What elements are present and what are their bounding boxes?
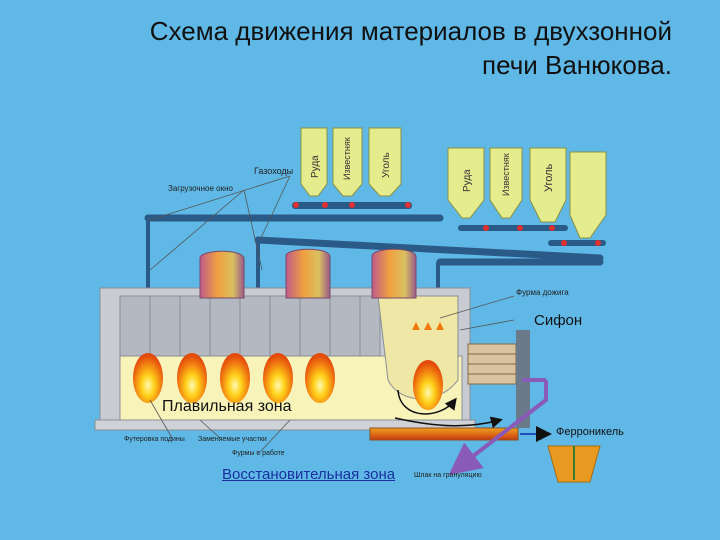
- hopper-label-ruda-right: Руда: [462, 169, 473, 192]
- leader-lines: [149, 175, 515, 453]
- hopper-izvestnyak-left: Известняк: [332, 127, 363, 197]
- flow-arrow-slag: [394, 416, 503, 429]
- hopper-label-ruda-left: Руда: [310, 155, 321, 178]
- slag-layer: [369, 427, 519, 441]
- label-furma-dozhiga: Фурма дожига: [516, 288, 569, 297]
- label-zagruzochnoe-okno: Загрузочное окно: [168, 184, 233, 193]
- label-zamenyaemye-uchastki: Заменяемые участки: [198, 436, 267, 443]
- hopper-group-right: Руда Известняк Уголь: [447, 147, 607, 246]
- hopper-ugol-right: Уголь: [529, 147, 567, 223]
- page-title: Схема движения материалов в двухзонной п…: [32, 14, 672, 82]
- furnace-upper-shaft: [119, 295, 381, 357]
- label-shlak-na-granulyaciyu: Шлак на грануляцию: [414, 472, 482, 479]
- hopper-izvestnyak-right: Известняк: [489, 147, 523, 219]
- hopper-extra-right: [569, 151, 607, 239]
- flow-arrow-melt: [397, 389, 457, 415]
- hopper-group-left: Руда Известняк Уголь: [292, 127, 412, 209]
- hopper-ugol-left: Уголь: [368, 127, 402, 197]
- slag-to-granulation-arrow: [448, 380, 548, 475]
- label-ferronikel: Ферроникель: [556, 426, 624, 438]
- hopper-ruda-left: Руда: [300, 127, 328, 197]
- hopper-label-izvestnyak-right: Известняк: [501, 153, 511, 196]
- hopper-label-ugol-right: Уголь: [543, 163, 555, 192]
- conveyor-belt-lower: [254, 236, 604, 262]
- label-sifon: Сифон: [534, 312, 583, 329]
- title-line-1: Схема движения материалов в двухзонной: [149, 16, 672, 46]
- hopper-ruda-right: Руда: [447, 147, 485, 219]
- flames: [133, 322, 444, 410]
- title-line-2: печи Ванюкова.: [482, 50, 672, 80]
- label-furmy-v-rabote: Фурмы в работе: [232, 450, 285, 457]
- label-plavilnaya-zona: Плавильная зона: [162, 398, 292, 415]
- hopper-label-izvestnyak-left: Известняк: [342, 137, 352, 180]
- label-futerovka-podiny: Футеровка подины: [124, 436, 185, 443]
- gas-ducts: [199, 248, 417, 299]
- label-gasohody: Газоходы: [254, 166, 294, 176]
- hopper-label-ugol-left: Уголь: [381, 152, 392, 178]
- label-vosstanovitelnaya-zona: Восстановительная зона: [222, 466, 396, 483]
